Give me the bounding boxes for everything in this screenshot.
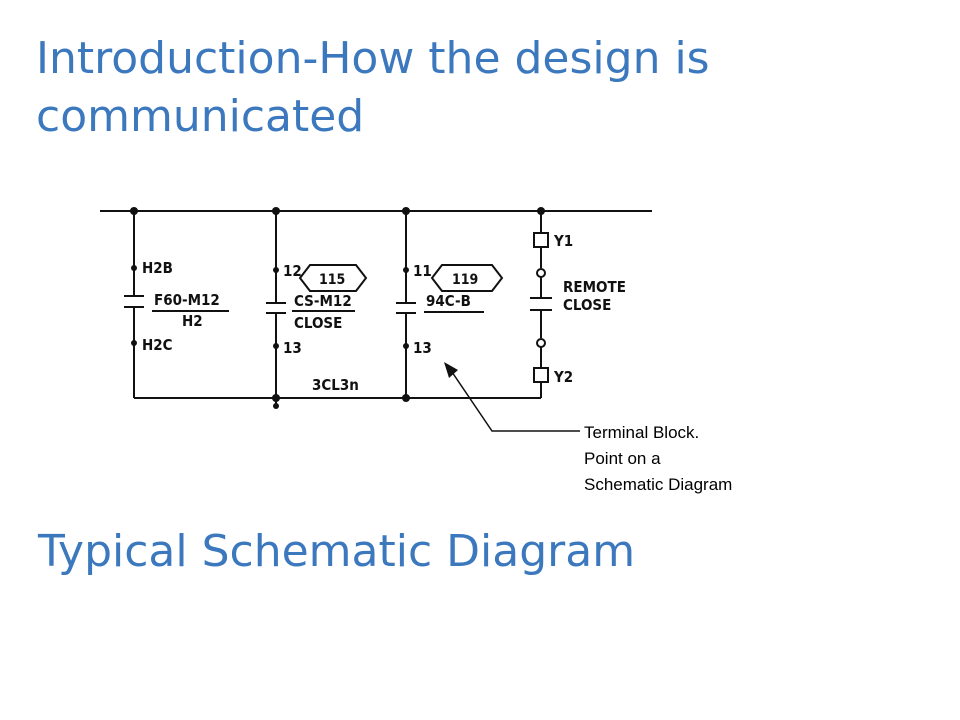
annotation-leader	[451, 371, 580, 432]
contact-label-close: CLOSE	[563, 296, 611, 314]
tag-115-hexagon	[298, 264, 368, 292]
terminal-13-a: 13	[283, 339, 302, 357]
tag-115: 115	[319, 272, 345, 288]
terminal-13-b: 13	[413, 339, 432, 357]
tag-119-hexagon	[430, 264, 504, 292]
wire-label-3cl3n: 3CL3n	[312, 376, 359, 394]
device-cs-m12-sub: CLOSE	[294, 314, 342, 332]
terminal-12: 12	[283, 262, 302, 280]
device-f60-m12-sub: H2	[182, 312, 203, 330]
device-f60-m12: F60-M12	[154, 291, 220, 309]
contact-label-remote: REMOTE	[563, 278, 626, 296]
device-cs-m12: CS-M12	[294, 292, 352, 310]
arrowhead	[444, 362, 458, 378]
diagram-caption: Typical Schematic Diagram	[38, 526, 636, 577]
label-y2: Y2	[553, 368, 573, 386]
label-h2c: H2C	[142, 336, 173, 354]
annotation-line-1: Terminal Block.	[584, 423, 699, 442]
label-h2b: H2B	[142, 259, 173, 277]
terminal-11: 11	[413, 262, 432, 280]
annotation-line-3: Schematic Diagram	[584, 475, 732, 494]
label-y1: Y1	[553, 232, 573, 250]
device-94c-b: 94C-B	[426, 292, 471, 310]
tag-119: 119	[452, 272, 478, 288]
slide-title: Introduction-How the design is communica…	[36, 33, 710, 142]
annotation-line-2: Point on a	[584, 449, 661, 468]
